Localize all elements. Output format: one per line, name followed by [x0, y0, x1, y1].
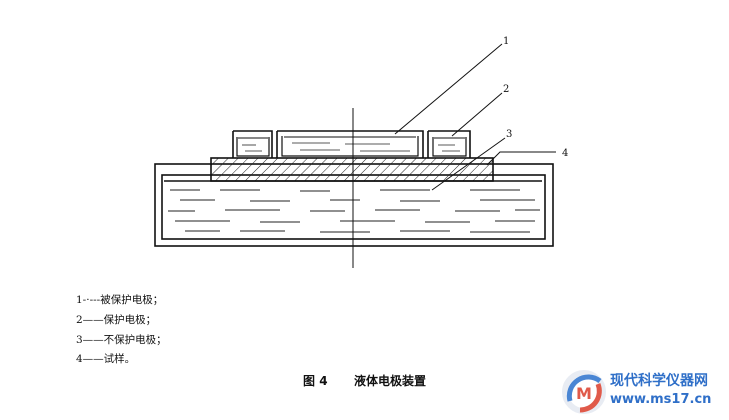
- callout-4: 4: [562, 148, 568, 159]
- vessel-liquid: [168, 189, 540, 233]
- caption-number: 图 4: [303, 374, 328, 388]
- legend-item-2: 2——保护电极；: [76, 314, 157, 326]
- watermark-site-name: 现代科学仪器网: [610, 373, 708, 389]
- callout-1: 1: [503, 36, 509, 47]
- legend-item-1: 1-·---被保护电极；: [76, 294, 164, 306]
- callout-2: 2: [503, 84, 509, 95]
- callout-3: 3: [506, 129, 512, 140]
- svg-text:M: M: [576, 384, 592, 403]
- legend-item-4: 4——试样。: [76, 353, 136, 365]
- leader-lines: [394, 43, 556, 191]
- caption-title: 液体电极装置: [353, 374, 426, 388]
- site-watermark[interactable]: M 现代科学仪器网 www.ms17.cn: [558, 364, 729, 420]
- watermark-logo-icon: M: [562, 370, 606, 414]
- specimen: [210, 157, 494, 182]
- legend-item-3: 3——不保护电极；: [76, 334, 167, 346]
- upper-electrode-assembly: [232, 130, 471, 158]
- watermark-url[interactable]: www.ms17.cn: [610, 392, 712, 407]
- figure-caption: 图 4 液体电极装置: [0, 372, 729, 389]
